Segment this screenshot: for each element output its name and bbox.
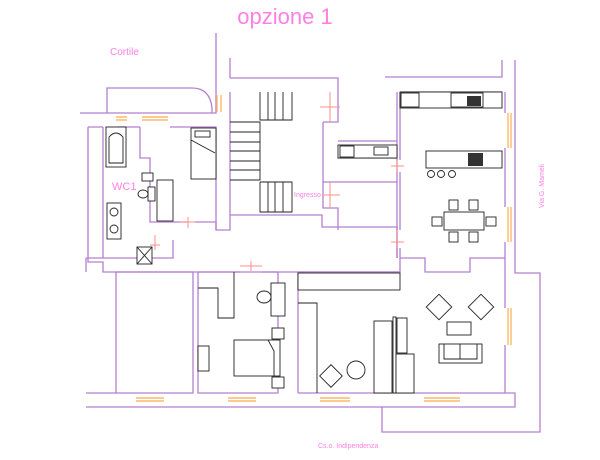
bathroom-fixtures (105, 126, 217, 265)
long-cabinet (297, 272, 401, 291)
toilet (147, 186, 156, 202)
bookcase (373, 320, 393, 394)
label-entrance: Ingresso (294, 192, 321, 199)
label-street-right: Via G. Mameli (539, 164, 546, 208)
side-table (346, 360, 366, 380)
coffee-table (446, 321, 472, 336)
plan-title: opzione 1 (237, 4, 332, 29)
bedroom (197, 272, 286, 389)
armchair (467, 293, 495, 321)
armchair (425, 293, 453, 321)
dining-table (443, 211, 485, 231)
bathtub (105, 126, 127, 168)
cabinet (156, 179, 174, 222)
staircase (230, 92, 293, 213)
label-street-bottom: Cs.o. Indipendenza (318, 443, 378, 450)
desk (270, 282, 286, 317)
label-courtyard: Cortile (110, 47, 139, 58)
kitchen-island (425, 150, 503, 169)
desk-chair (256, 290, 272, 304)
bidet (141, 172, 154, 182)
living-room (297, 272, 495, 394)
cooktop (468, 153, 483, 166)
wardrobe (197, 345, 210, 372)
kitchen (337, 91, 503, 243)
label-bathroom: WC1 (112, 181, 136, 193)
sofa (438, 343, 483, 364)
doors (150, 92, 404, 271)
armchair (319, 364, 343, 388)
windows (116, 95, 512, 402)
double-bed (233, 339, 281, 377)
